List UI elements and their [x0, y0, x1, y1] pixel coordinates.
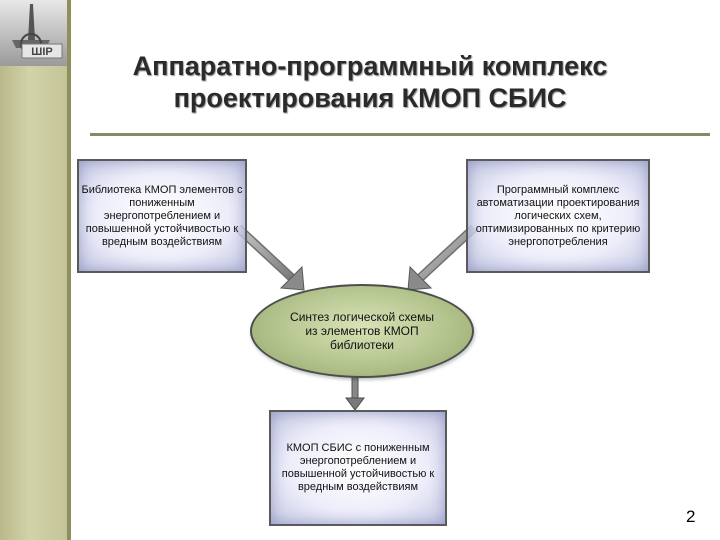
university-logo: ШIP — [0, 0, 67, 66]
logo-text: ШIP — [31, 46, 52, 58]
result-box: КМОП СБИС с пониженным энергопотребление… — [269, 410, 447, 526]
library-box: Библиотека КМОП элементов с пониженным э… — [77, 159, 247, 273]
title-divider — [90, 133, 710, 136]
slide-title: Аппаратно-программный комплекс проектиро… — [132, 51, 608, 113]
arrow-library-to-synthesis — [234, 224, 305, 291]
sidebar-decoration — [0, 0, 67, 540]
page-number: 2 — [686, 507, 696, 526]
software-box: Программный комплекс автоматизации проек… — [466, 159, 650, 273]
synthesis-ellipse: Синтез логической схемы из элементов КМО… — [250, 284, 474, 378]
synthesis-text: Синтез логической схемы из элементов КМО… — [290, 310, 434, 352]
arrow-synthesis-to-result — [345, 371, 365, 411]
result-text: КМОП СБИС с пониженным энергопотребление… — [281, 442, 435, 493]
sidebar-stripe — [67, 0, 71, 540]
arrow-software-to-synthesis — [407, 224, 478, 291]
software-text: Программный комплекс автоматизации проек… — [475, 183, 641, 248]
library-text: Библиотека КМОП элементов с пониженным э… — [81, 183, 243, 248]
